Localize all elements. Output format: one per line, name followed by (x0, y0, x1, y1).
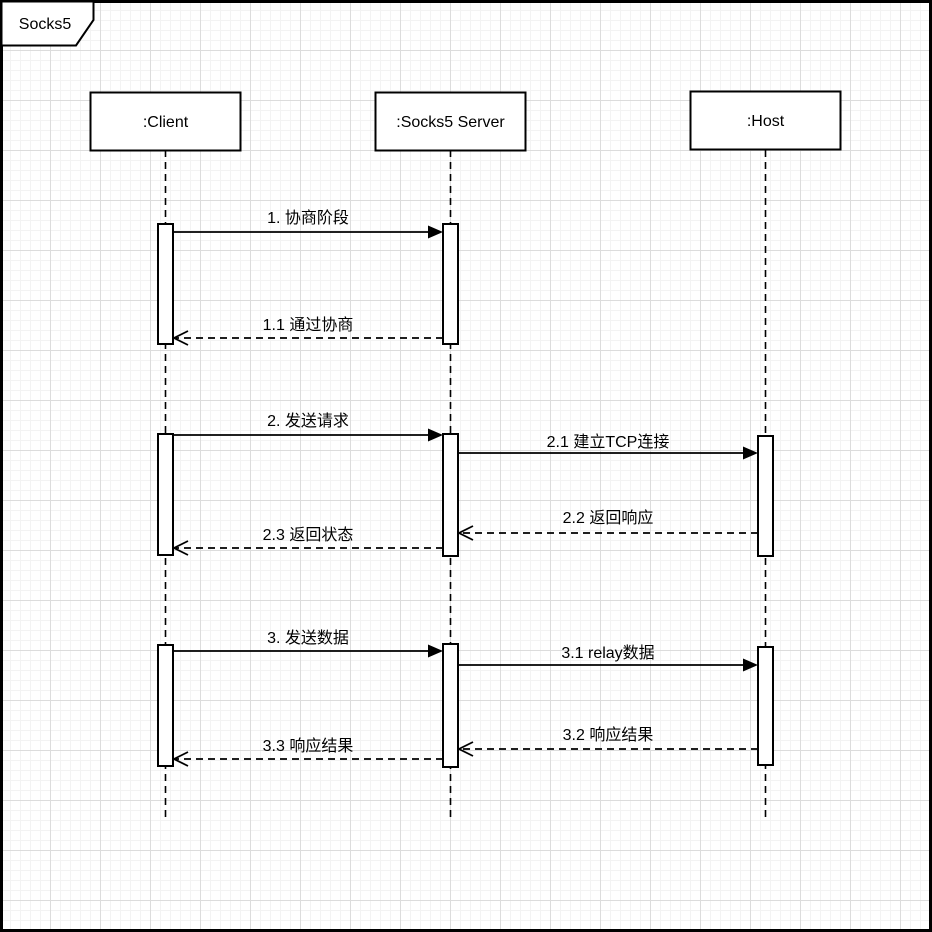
message-1-1-label: 1.1 通过协商 (263, 316, 354, 334)
activation-host-phase3[interactable] (757, 646, 774, 766)
activation-client-phase3[interactable] (157, 644, 174, 767)
frame-title-label: Socks5 (19, 16, 72, 33)
activation-server-phase1[interactable] (442, 223, 459, 345)
message-2-2-label: 2.2 返回响应 (563, 508, 654, 527)
activation-server-phase3[interactable] (442, 643, 459, 768)
participant-host[interactable]: :Host (689, 90, 842, 151)
activation-server-phase2[interactable] (442, 433, 459, 557)
arrowhead-solid-icon (428, 428, 443, 442)
participant-socks5-server[interactable]: :Socks5 Server (374, 91, 527, 152)
arrowhead-open-icon (171, 751, 189, 767)
message-2-1-label: 2.1 建立TCP连接 (547, 433, 670, 451)
message-3-2-response-result[interactable]: 3.2 响应结果 (456, 725, 758, 757)
participant-socks5-server-box[interactable] (374, 91, 527, 152)
activation-host-phase2[interactable] (757, 435, 774, 557)
arrowhead-solid-icon (743, 658, 758, 672)
participant-client-box[interactable] (89, 91, 242, 152)
participant-client-label: :Client (143, 114, 189, 131)
arrowhead-open-icon (171, 330, 189, 346)
activation-client-phase2[interactable] (157, 433, 174, 556)
message-3-3-label: 3.3 响应结果 (263, 736, 354, 755)
arrowhead-open-icon (171, 540, 189, 556)
arrowhead-solid-icon (428, 644, 443, 658)
message-2-label: 2. 发送请求 (267, 412, 349, 430)
message-3-1-label: 3.1 relay数据 (561, 644, 654, 662)
participant-host-box[interactable] (689, 90, 842, 151)
message-2-2-response[interactable]: 2.2 返回响应 (456, 508, 758, 541)
message-2-1-tcp-connect[interactable]: 2.1 建立TCP连接 (458, 433, 758, 460)
arrowhead-open-icon (456, 525, 474, 541)
participant-socks5-server-label: :Socks5 Server (396, 114, 505, 131)
message-1-1-negotiation-result[interactable]: 1.1 通过协商 (171, 316, 443, 346)
arrowhead-open-icon (456, 741, 474, 757)
message-2-3-label: 2.3 返回状态 (263, 526, 354, 544)
participant-client[interactable]: :Client (89, 91, 242, 152)
message-2-send-request[interactable]: 2. 发送请求 (173, 412, 443, 442)
message-3-2-label: 3.2 响应结果 (563, 725, 654, 744)
message-3-label: 3. 发送数据 (267, 629, 349, 647)
arrowhead-solid-icon (743, 446, 758, 460)
activation-client-phase1[interactable] (157, 223, 174, 345)
frame-title[interactable]: Socks5 (0, 0, 95, 47)
message-2-3-return-status[interactable]: 2.3 返回状态 (171, 526, 443, 556)
participant-host-label: :Host (747, 113, 785, 130)
message-3-1-relay-data[interactable]: 3.1 relay数据 (458, 644, 758, 672)
frame-title-shape[interactable] (0, 0, 95, 47)
message-1-negotiation[interactable]: 1. 协商阶段 (173, 209, 443, 239)
message-1-label: 1. 协商阶段 (267, 209, 349, 227)
message-3-send-data[interactable]: 3. 发送数据 (173, 629, 443, 658)
arrowhead-solid-icon (428, 225, 443, 239)
message-3-3-response-result[interactable]: 3.3 响应结果 (171, 736, 443, 767)
